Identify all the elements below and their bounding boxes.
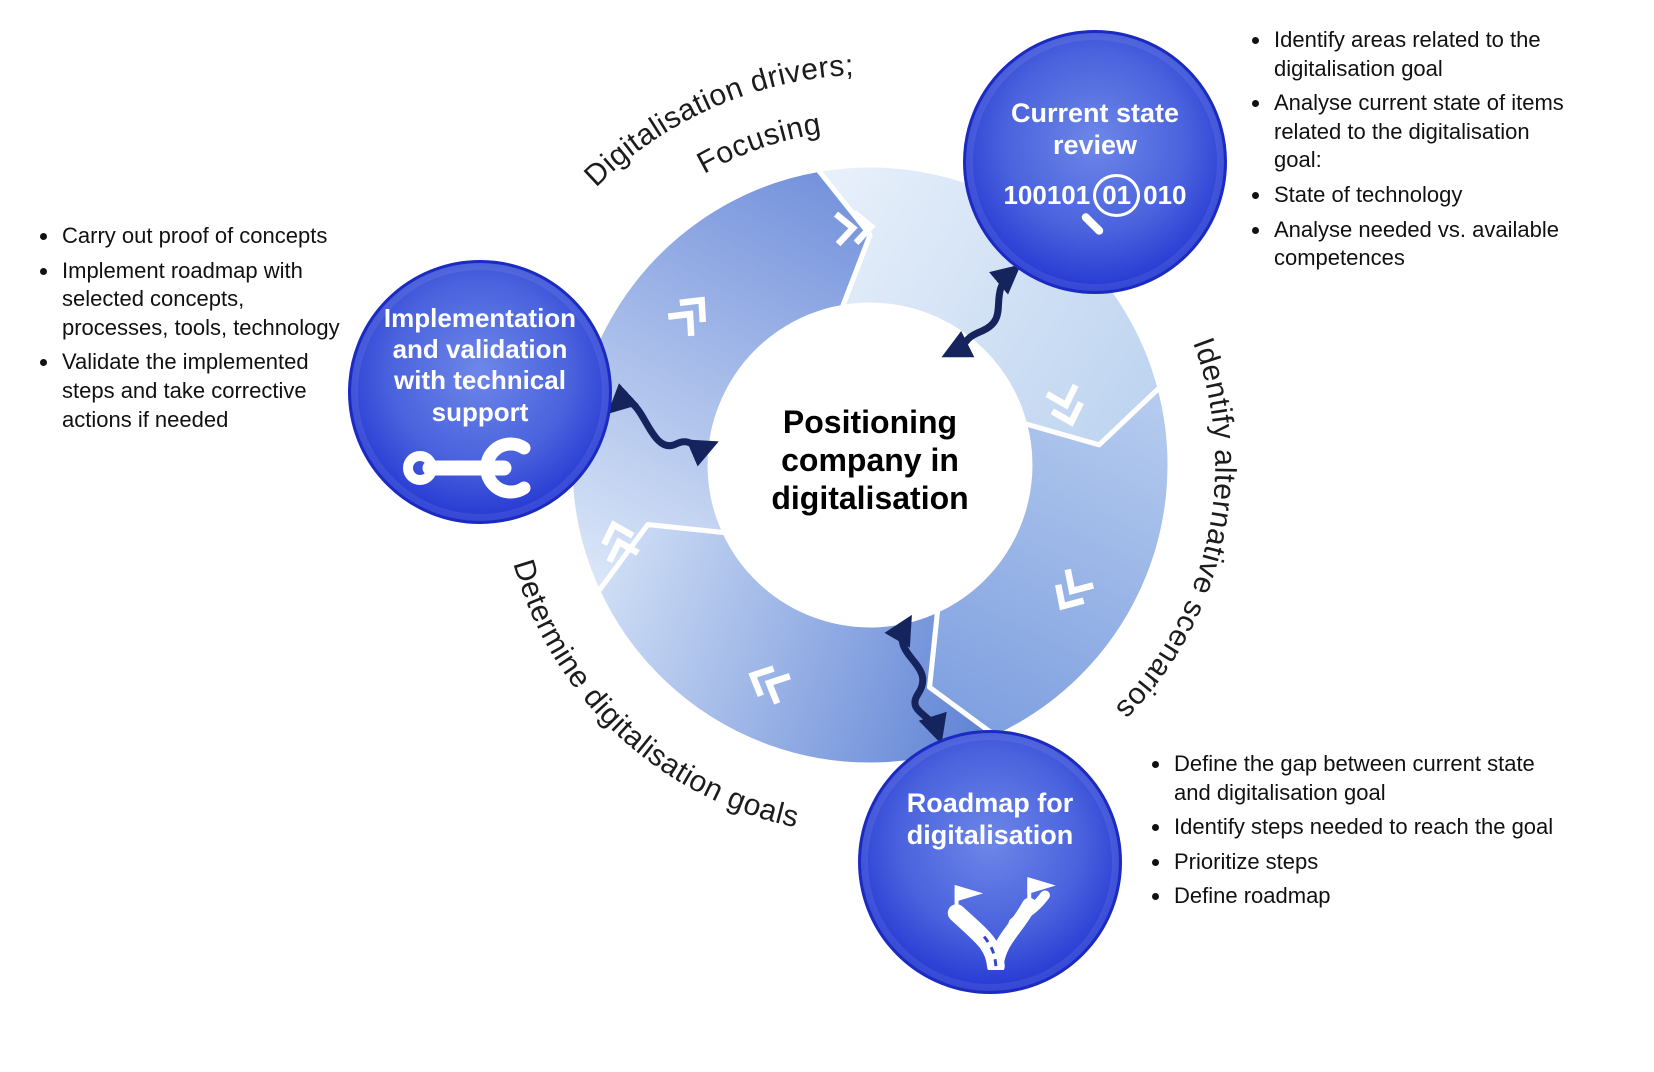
current-state-notes-list: Identify areas related to the digitalisa…: [1240, 26, 1572, 279]
list-item: Validate the implemented steps and take …: [60, 348, 340, 434]
arc-label-focusing: Focusing: [692, 107, 823, 180]
chevron-icon: [667, 296, 707, 337]
svg-text:Focusing: Focusing: [692, 107, 824, 180]
chevron-icon: [833, 210, 876, 247]
center-title: Positioning company in digitalisation: [771, 404, 969, 516]
ring-center-hole: [710, 305, 1030, 625]
chevron-icon: [748, 665, 791, 705]
wrench-icon: [351, 436, 609, 505]
node-roadmap-digitalisation: Roadmap for digitalisation: [858, 730, 1122, 994]
implementation-notes-list: Carry out proof of concepts Implement ro…: [28, 222, 340, 440]
binary-magnifier-icon: 100101 01 010: [966, 173, 1224, 237]
binary-prefix: 100101: [1003, 179, 1091, 210]
node-title: Roadmap for digitalisation: [906, 788, 1074, 851]
list-item: State of technology: [1272, 181, 1572, 210]
list-item: Identify steps needed to reach the goal: [1172, 813, 1574, 842]
list-item: Prioritize steps: [1172, 848, 1574, 877]
chevron-icon: [1055, 568, 1095, 611]
chevron-icon: [1045, 383, 1084, 427]
list-item: Analyse current state of items related t…: [1272, 89, 1572, 175]
magnifier-lens-icon: 01: [1080, 173, 1141, 237]
connector-roadmap-center: [884, 614, 947, 745]
connector-arrows: [607, 264, 1021, 745]
connector-implementation-center: [607, 383, 719, 467]
list-item: Identify areas related to the digitalisa…: [1272, 26, 1572, 83]
list-item: Implement roadmap with selected concepts…: [60, 257, 340, 343]
magnifier-handle-icon: [1080, 211, 1106, 237]
list-item: Analyse needed vs. available competences: [1272, 216, 1572, 273]
roadmap-notes-list: Define the gap between current state and…: [1140, 750, 1574, 917]
node-current-state-review: Current state review 100101 01 010: [963, 30, 1227, 294]
connector-current-state-center: [941, 264, 1021, 358]
node-title: Implementation and validation with techn…: [383, 303, 577, 427]
node-implementation-validation: Implementation and validation with techn…: [348, 260, 612, 524]
branching-road-icon: [861, 860, 1119, 975]
binary-circled: 01: [1102, 179, 1132, 210]
ring-chevrons: [601, 210, 1095, 705]
node-title: Current state review: [1010, 98, 1180, 161]
list-item: Define roadmap: [1172, 882, 1574, 911]
list-item: Carry out proof of concepts: [60, 222, 340, 251]
list-item: Define the gap between current state and…: [1172, 750, 1574, 807]
binary-suffix: 010: [1143, 179, 1187, 210]
chevron-icon: [601, 520, 640, 564]
